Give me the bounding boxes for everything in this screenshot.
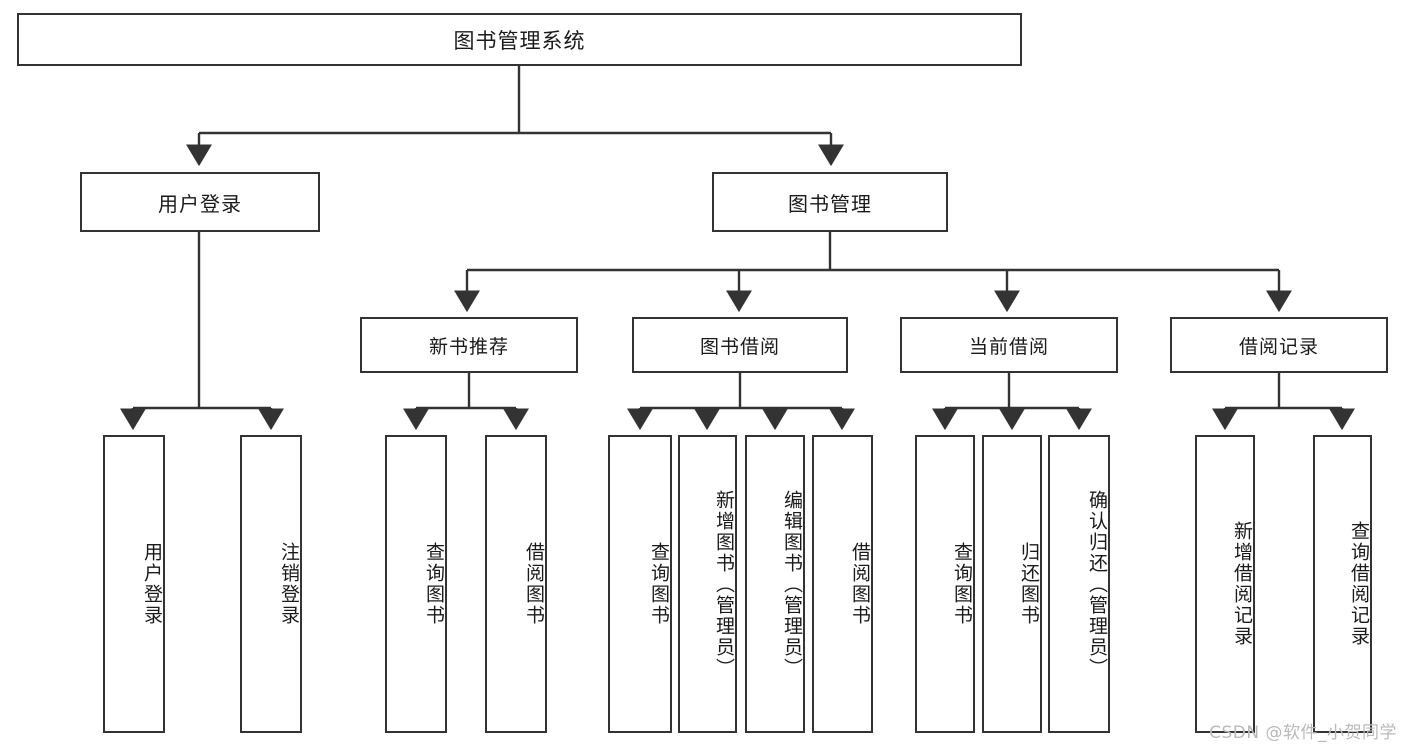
node-user-login-label: 用户登录 bbox=[158, 191, 242, 216]
node-leaf-borrow-book-label: 借阅图书 bbox=[849, 542, 871, 626]
node-new-book-rec[interactable]: 新书推荐 bbox=[360, 317, 578, 373]
node-leaf-query-book-cur-label: 查询图书 bbox=[951, 542, 973, 626]
node-root-label: 图书管理系统 bbox=[453, 28, 586, 53]
node-leaf-user-login-label: 用户登录 bbox=[141, 542, 163, 626]
node-leaf-edit-book-admin[interactable]: 编辑图书（管理员） bbox=[745, 435, 805, 733]
node-current-borrow-label: 当前借阅 bbox=[968, 335, 1049, 358]
node-leaf-borrow-book-rec-label: 借阅图书 bbox=[523, 542, 545, 626]
node-book-borrow-label: 图书借阅 bbox=[699, 335, 780, 358]
node-leaf-query-book-label: 查询图书 bbox=[648, 542, 670, 626]
node-leaf-edit-book-admin-label: 编辑图书（管理员） bbox=[781, 489, 803, 679]
node-current-borrow[interactable]: 当前借阅 bbox=[900, 317, 1118, 373]
node-leaf-query-book-rec[interactable]: 查询图书 bbox=[385, 435, 447, 733]
node-leaf-return-book-label: 归还图书 bbox=[1018, 542, 1040, 626]
node-user-login[interactable]: 用户登录 bbox=[80, 172, 320, 232]
node-leaf-query-book-rec-label: 查询图书 bbox=[423, 542, 445, 626]
node-leaf-return-book[interactable]: 归还图书 bbox=[982, 435, 1042, 733]
node-leaf-query-book[interactable]: 查询图书 bbox=[608, 435, 672, 733]
node-borrow-record-label: 借阅记录 bbox=[1238, 335, 1319, 358]
node-leaf-add-record[interactable]: 新增借阅记录 bbox=[1195, 435, 1255, 733]
node-leaf-query-record-label: 查询借阅记录 bbox=[1348, 521, 1370, 647]
node-new-book-rec-label: 新书推荐 bbox=[428, 335, 509, 358]
node-leaf-add-book-admin[interactable]: 新增图书（管理员） bbox=[678, 435, 737, 733]
node-leaf-confirm-return[interactable]: 确认归还（管理员） bbox=[1048, 435, 1110, 733]
csdn-watermark: CSDN @软件_小贺同学 bbox=[1209, 723, 1397, 743]
node-book-borrow[interactable]: 图书借阅 bbox=[632, 317, 848, 373]
node-leaf-query-record[interactable]: 查询借阅记录 bbox=[1313, 435, 1372, 733]
node-leaf-confirm-return-label: 确认归还（管理员） bbox=[1086, 489, 1108, 679]
node-leaf-borrow-book[interactable]: 借阅图书 bbox=[812, 435, 873, 733]
node-leaf-borrow-book-rec[interactable]: 借阅图书 bbox=[485, 435, 547, 733]
node-root-system[interactable]: 图书管理系统 bbox=[17, 13, 1022, 66]
node-leaf-query-book-cur[interactable]: 查询图书 bbox=[915, 435, 975, 733]
node-book-manage-label: 图书管理 bbox=[788, 191, 872, 216]
node-borrow-record[interactable]: 借阅记录 bbox=[1170, 317, 1388, 373]
node-leaf-logout-label: 注销登录 bbox=[278, 542, 300, 626]
node-leaf-logout[interactable]: 注销登录 bbox=[240, 435, 302, 733]
node-book-manage[interactable]: 图书管理 bbox=[712, 172, 948, 232]
node-leaf-add-book-admin-label: 新增图书（管理员） bbox=[713, 489, 735, 679]
node-leaf-user-login[interactable]: 用户登录 bbox=[103, 435, 165, 733]
node-leaf-add-record-label: 新增借阅记录 bbox=[1231, 521, 1253, 647]
